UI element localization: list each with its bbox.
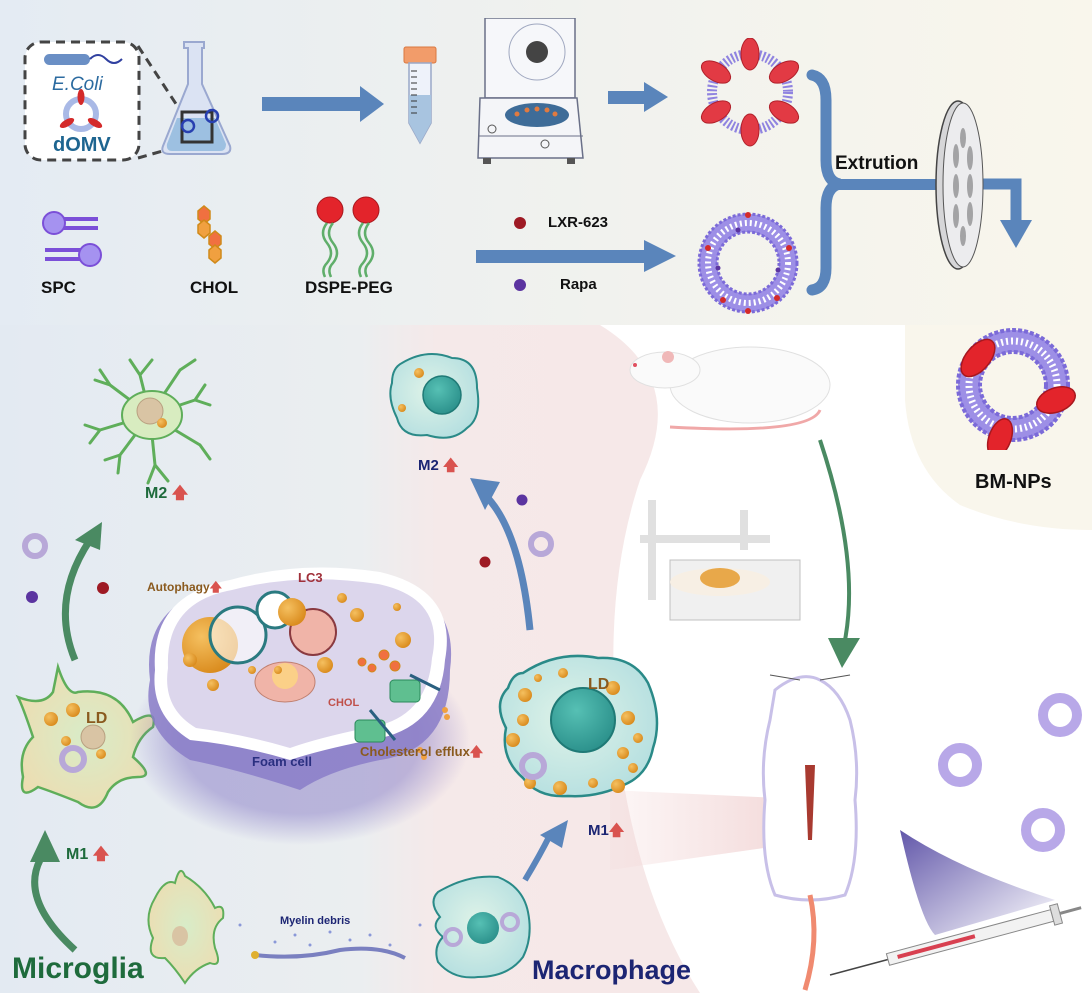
up-arrow-icon: 🡅 [209,580,223,594]
centrifuge-tube-icon [403,46,437,145]
stereotaxic-frame-icon [640,500,801,621]
floating-nps [938,693,1082,852]
microglia-activated-cell [147,869,225,985]
macrophage-bottom-cell [432,875,531,979]
lxr-623-dot-icon [514,217,526,229]
up-arrow-icon: 🡅 [469,744,484,759]
dspe-peg-label: DSPE-PEG [305,278,393,297]
rapa-particle [26,591,38,603]
extruder-membrane-icon [935,100,984,270]
autophagy-label: Autophagy🡅 [147,580,223,594]
macrophage-m1-cell [498,654,659,798]
microglia-ld-label: LD [86,710,108,727]
arrow-macrophage-to-m1 [540,820,568,848]
arrow-microglia-to-m1 [30,830,60,862]
lxr-particle [97,582,109,594]
up-arrow-icon: 🡅 [443,457,459,474]
domv-vesicle-icon [700,38,800,147]
foam-cell-title: Foam cell [252,754,312,769]
arrow-to-surgery-rat [828,638,860,668]
synthesis-arrows [262,69,1032,296]
spc-label: SPC [41,278,76,297]
rapa-particle [516,494,528,506]
lxr-623-label: LXR-623 [548,214,609,231]
microglia-m2-label: M2 🡅 [145,485,189,502]
chol-label-foam: CHOL [328,697,360,709]
myelin-debris-fiber [238,923,422,960]
microglia-m1-label: M1 🡅 [66,846,110,863]
macrophage-m2-cell [389,353,480,439]
lxr-particle [479,556,491,568]
up-arrow-icon: 🡅 [171,485,189,502]
myelin-debris-label: Myelin debris [280,915,351,927]
microglia-title: Microglia [12,952,144,985]
extrution-label: Extrution [835,153,919,174]
np-particle [528,531,554,557]
arrow-to-tube [262,97,362,111]
spc-lipid-icon [42,211,102,267]
bm-nps-label: BM-NPs [975,471,1052,493]
macrophage-m2-label: M2 🡅 [418,457,459,474]
ecoli-label: E.Coli [52,74,103,95]
rapa-dot-icon [514,279,526,291]
rapa-label: Rapa [560,276,597,293]
arrow-to-liposome [476,250,646,263]
foam-cell [130,567,470,845]
chol-molecule-icon [197,205,222,264]
centrifuge-icon [477,18,584,164]
up-arrow-icon: 🡅 [92,846,110,863]
dspe-peg-icon [316,196,380,278]
macrophage-m1-label: M1🡅 [588,822,625,839]
domv-label: dOMV [53,134,111,156]
microglia-m2-cell [83,358,212,485]
bm-nps-icon [956,328,1076,450]
chol-label: CHOL [190,278,239,297]
bacteria-icon [44,54,90,65]
ecoli-inset [23,40,182,162]
macrophage-title: Macrophage [532,955,692,985]
up-arrow-icon: 🡅 [608,822,625,839]
macrophage-ld-label: LD [588,676,610,693]
arrow-m1-to-m2-microglia [75,522,102,550]
drug-liposome-icon [697,212,799,314]
np-particle [22,533,48,559]
syringe-icon [829,903,1082,976]
surgery-rat-icon [761,674,859,991]
lc3-label: LC3 [298,570,323,585]
culture-flask-icon [161,41,232,155]
rat-icon [629,346,831,431]
cholesterol-efflux-label: Cholesterol efflux🡅 [360,744,484,759]
arrow-to-domv [608,91,644,104]
arrow-to-bm-nps [1000,220,1032,248]
arrow-m1-to-m2-macrophage [470,478,500,510]
